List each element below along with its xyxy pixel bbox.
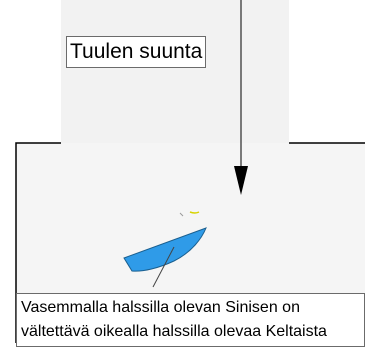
wind-arrow-head [234,166,248,195]
wind-direction-text: Tuulen suunta [70,40,203,63]
caption-line-1: Vasemmalla halssilla olevan Sinisen on [21,299,300,316]
yellow-boat-stroke [179,212,184,217]
rule-caption: Vasemmalla halssilla olevan Sinisen on v… [16,293,365,347]
yellow-boat-mark [189,211,200,214]
wind-direction-label: Tuulen suunta [66,36,207,68]
area-boundary [15,142,61,343]
upper-area [61,0,289,143]
blue-boat-hull [123,227,207,272]
blue-boat-boom [152,246,175,288]
caption-line-2: vältettävä oikealla halssilla olevaa Kel… [21,323,327,340]
